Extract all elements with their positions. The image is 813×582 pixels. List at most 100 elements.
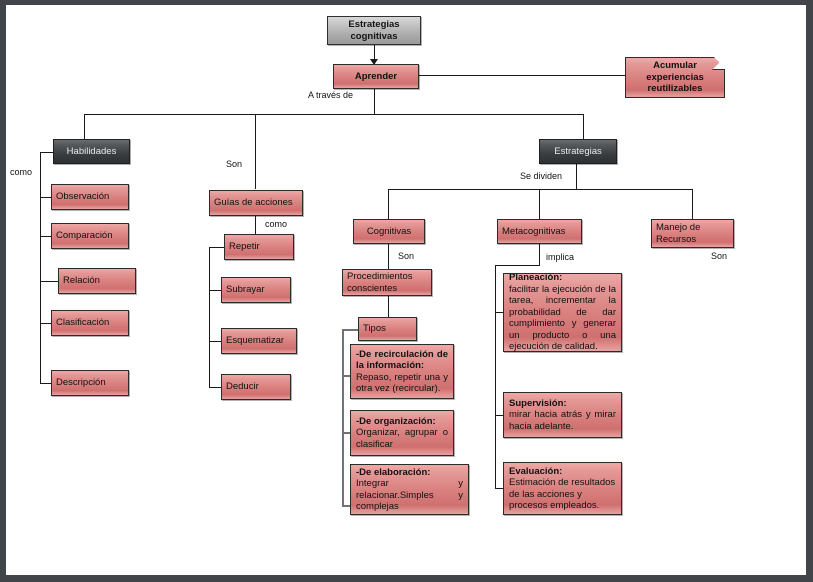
acumular-line-2: experiencias — [646, 71, 704, 83]
node-procedimientos-conscientes[interactable]: Procedimientos conscientes — [342, 269, 432, 296]
title-line-1: Estrategias — [348, 19, 400, 30]
node-estrategias-cognitivas[interactable]: Estrategias cognitivas — [327, 16, 421, 45]
node-estrategias-label: Estrategias — [554, 145, 602, 157]
connector-to-metacognitivas — [539, 189, 540, 219]
node-estrategias[interactable]: Estrategias — [539, 139, 617, 164]
node-evaluacion[interactable]: Evaluación: Estimación de resultados de … — [503, 462, 622, 515]
node-deducir[interactable]: Deducir — [221, 374, 291, 400]
node-supervision[interactable]: Supervisión: mirar hacia atrás y mirar h… — [503, 392, 622, 438]
connector-habilidades-item-4 — [40, 323, 51, 324]
supervision-body: mirar hacia atrás y mirar hacia adelante… — [509, 409, 616, 432]
connector-meta-rail — [495, 265, 496, 488]
organizacion-head: -De organización: — [356, 415, 436, 427]
elaboracion-head: -De elaboración: — [356, 466, 431, 478]
connector-meta-stub — [495, 265, 540, 266]
connector-guias-item-3 — [209, 341, 221, 342]
node-subrayar[interactable]: Subrayar — [221, 277, 291, 303]
evaluacion-body: Estimación de resultados de las acciones… — [509, 477, 616, 511]
manejo-line-2: Recursos — [656, 233, 697, 245]
node-tipos[interactable]: Tipos — [358, 317, 417, 341]
connector-habilidades-item-3 — [40, 281, 58, 282]
node-manejo-de-recursos[interactable]: Manejo de Recursos — [651, 219, 734, 248]
node-acumular-experiencias[interactable]: Acumular experiencias reutilizables — [625, 57, 725, 98]
connector-habilidades-item-5 — [40, 383, 51, 384]
connector-metacognitivas-down — [539, 244, 540, 265]
label-se-dividen: Se dividen — [520, 171, 563, 181]
node-cognitivas-label: Cognitivas — [366, 225, 412, 237]
node-metacognitivas-label: Metacognitivas — [502, 225, 566, 237]
connector-bus-to-estrategias — [583, 114, 584, 139]
connector-guias-down — [255, 216, 256, 247]
label-como-habilidades: como — [10, 167, 33, 177]
node-observacion[interactable]: Observación — [51, 184, 129, 210]
label-como-guias: como — [265, 219, 288, 229]
connector-habilidades-stub — [40, 152, 54, 153]
connector-habilidades-item-2 — [40, 236, 51, 237]
recirculacion-head: -De recirculación de la información: — [356, 348, 448, 372]
connector-meta-item-1 — [495, 312, 505, 313]
node-de-organizacion[interactable]: -De organización: Organizar, agrupar o c… — [350, 410, 454, 456]
node-comparacion[interactable]: Comparación — [51, 223, 129, 249]
node-de-recirculacion[interactable]: -De recirculación de la información: Rep… — [350, 344, 454, 399]
label-a-traves-de: A través de — [308, 90, 354, 100]
connector-meta-item-2 — [495, 415, 505, 416]
node-guias-de-acciones[interactable]: Guías de acciones — [209, 190, 303, 216]
connector-main-bus — [84, 114, 584, 115]
node-planeacion[interactable]: Planeación: facilitar la ejecución de la… — [503, 273, 622, 352]
connector-meta-item-3 — [495, 488, 505, 489]
node-esquematizar[interactable]: Esquematizar — [221, 328, 297, 354]
node-descripcion[interactable]: Descripción — [51, 370, 129, 396]
node-deducir-label: Deducir — [226, 381, 259, 393]
node-descripcion-label: Descripción — [56, 377, 106, 389]
node-cognitivas[interactable]: Cognitivas — [353, 219, 425, 244]
connector-estrategias-bus — [388, 189, 692, 190]
connector-habilidades-item-1 — [40, 197, 51, 198]
acumular-line-1: Acumular — [653, 60, 697, 72]
connector-aprender-to-acumular — [418, 75, 626, 76]
node-observacion-label: Observación — [56, 191, 110, 203]
recirculacion-body: Repaso, repetir una y otra vez (recircul… — [356, 371, 448, 395]
diagram-canvas: Estrategias cognitivas Aprender Acumular… — [6, 5, 806, 575]
label-son-recursos: Son — [711, 251, 728, 261]
connector-bus-to-guias — [255, 114, 256, 189]
arrowhead-aprender — [370, 59, 378, 65]
node-relacion-label: Relación — [63, 275, 100, 287]
connector-bus-to-habilidades — [84, 114, 85, 139]
node-aprender-label: Aprender — [354, 70, 398, 82]
planeacion-head: Planeación: — [509, 273, 563, 284]
node-tipos-label: Tipos — [363, 323, 386, 335]
connector-guias-item-4 — [209, 387, 221, 388]
node-subrayar-label: Subrayar — [226, 284, 265, 296]
manejo-line-1: Manejo de — [656, 222, 701, 233]
node-esquematizar-label: Esquematizar — [226, 335, 285, 347]
connector-habilidades-rail — [40, 152, 41, 383]
connector-title-to-aprender — [374, 44, 375, 64]
node-comparacion-label: Comparación — [56, 230, 113, 242]
label-implica: implica — [546, 252, 575, 262]
procedimientos-line-1: Procedimientos — [347, 271, 413, 282]
connector-tipos-rail — [342, 329, 344, 507]
node-clasificacion-label: Clasificación — [56, 317, 110, 329]
acumular-line-3: reutilizables — [647, 83, 703, 95]
node-relacion[interactable]: Relación — [58, 268, 136, 294]
node-repetir[interactable]: Repetir — [224, 234, 294, 260]
title-line-2: cognitivas — [350, 30, 398, 42]
node-habilidades[interactable]: Habilidades — [53, 139, 130, 164]
node-habilidades-label: Habilidades — [66, 145, 117, 157]
connector-to-cognitivas — [388, 189, 389, 219]
connector-cognitivas-to-proc — [388, 244, 389, 269]
connector-tipos-stub — [342, 329, 358, 331]
supervision-head: Supervisión: — [509, 397, 567, 409]
label-son-cognitivas: Son — [398, 251, 415, 261]
node-de-elaboracion[interactable]: -De elaboración: Integrar y relacionar.S… — [350, 464, 469, 515]
node-metacognitivas[interactable]: Metacognitivas — [497, 219, 582, 244]
elaboracion-body: Integrar y relacionar.Simples y compleja… — [356, 478, 463, 512]
connector-proc-to-tipos — [388, 296, 389, 317]
connector-estrategias-down — [576, 164, 577, 189]
evaluacion-head: Evaluación: — [509, 465, 563, 477]
node-clasificacion[interactable]: Clasificación — [51, 310, 129, 336]
node-guias-label: Guías de acciones — [214, 197, 293, 209]
node-aprender[interactable]: Aprender — [333, 64, 419, 89]
connector-to-manejo — [692, 189, 693, 219]
connector-aprender-down — [374, 89, 375, 114]
